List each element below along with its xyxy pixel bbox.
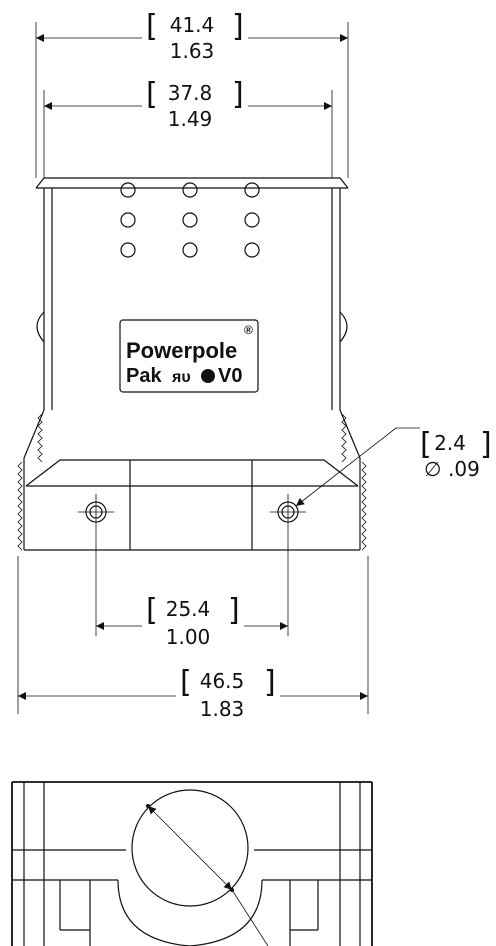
svg-text:]: ]	[264, 665, 276, 700]
dim-overall-top-mm: 41.4	[170, 13, 215, 37]
dim-hole-spacing-mm: 25.4	[166, 597, 211, 621]
diameter-symbol-icon: ∅	[424, 457, 441, 481]
dim-overall-top-inch: 1.63	[170, 39, 215, 63]
dim-inner-top: [ ] 37.8 1.49	[43, 77, 333, 178]
svg-text:[: [	[146, 9, 158, 44]
dim-hole-spacing: [ ] 25.4 1.00	[95, 530, 289, 649]
svg-text:]: ]	[228, 593, 240, 628]
label-line1: Powerpole	[126, 338, 237, 363]
svg-text:[: [	[146, 77, 158, 112]
dim-hole-spacing-inch: 1.00	[166, 625, 211, 649]
svg-text:[: [	[146, 593, 158, 628]
dim-inner-top-mm: 37.8	[168, 81, 213, 105]
dim-hole-diameter: [ ] 2.4 ∅ .09	[295, 427, 492, 507]
top-view-outline	[17, 177, 367, 551]
vent-holes	[120, 182, 260, 258]
dim-overall-top: [ ] 41.4 1.63	[35, 9, 349, 178]
dim-hole-diameter-inch: .09	[448, 457, 480, 481]
svg-text:[: [	[180, 665, 192, 700]
svg-text:]: ]	[232, 9, 244, 44]
dim-inner-top-inch: 1.49	[168, 107, 213, 131]
dim-overall-bottom-inch: 1.83	[200, 697, 245, 721]
mounting-holes	[78, 494, 306, 530]
dim-overall-bottom-mm: 46.5	[200, 669, 245, 693]
dim-overall-bottom: [ ] 46.5 1.83	[17, 556, 369, 721]
product-label: Powerpole ® Pak ᴙᴜ V0	[119, 319, 259, 393]
label-line2-rating: V0	[218, 365, 242, 387]
dim-hole-diameter-mm: 2.4	[434, 431, 466, 455]
end-view-outline	[11, 781, 373, 946]
svg-text:]: ]	[232, 77, 244, 112]
csa-mark-icon	[201, 369, 215, 383]
svg-text:[: [	[420, 427, 432, 462]
ul-mark-icon: ᴙᴜ	[171, 369, 191, 386]
registered-mark: ®	[244, 323, 253, 337]
svg-text:]: ]	[480, 427, 492, 462]
label-line2-text: Pak	[126, 365, 162, 387]
